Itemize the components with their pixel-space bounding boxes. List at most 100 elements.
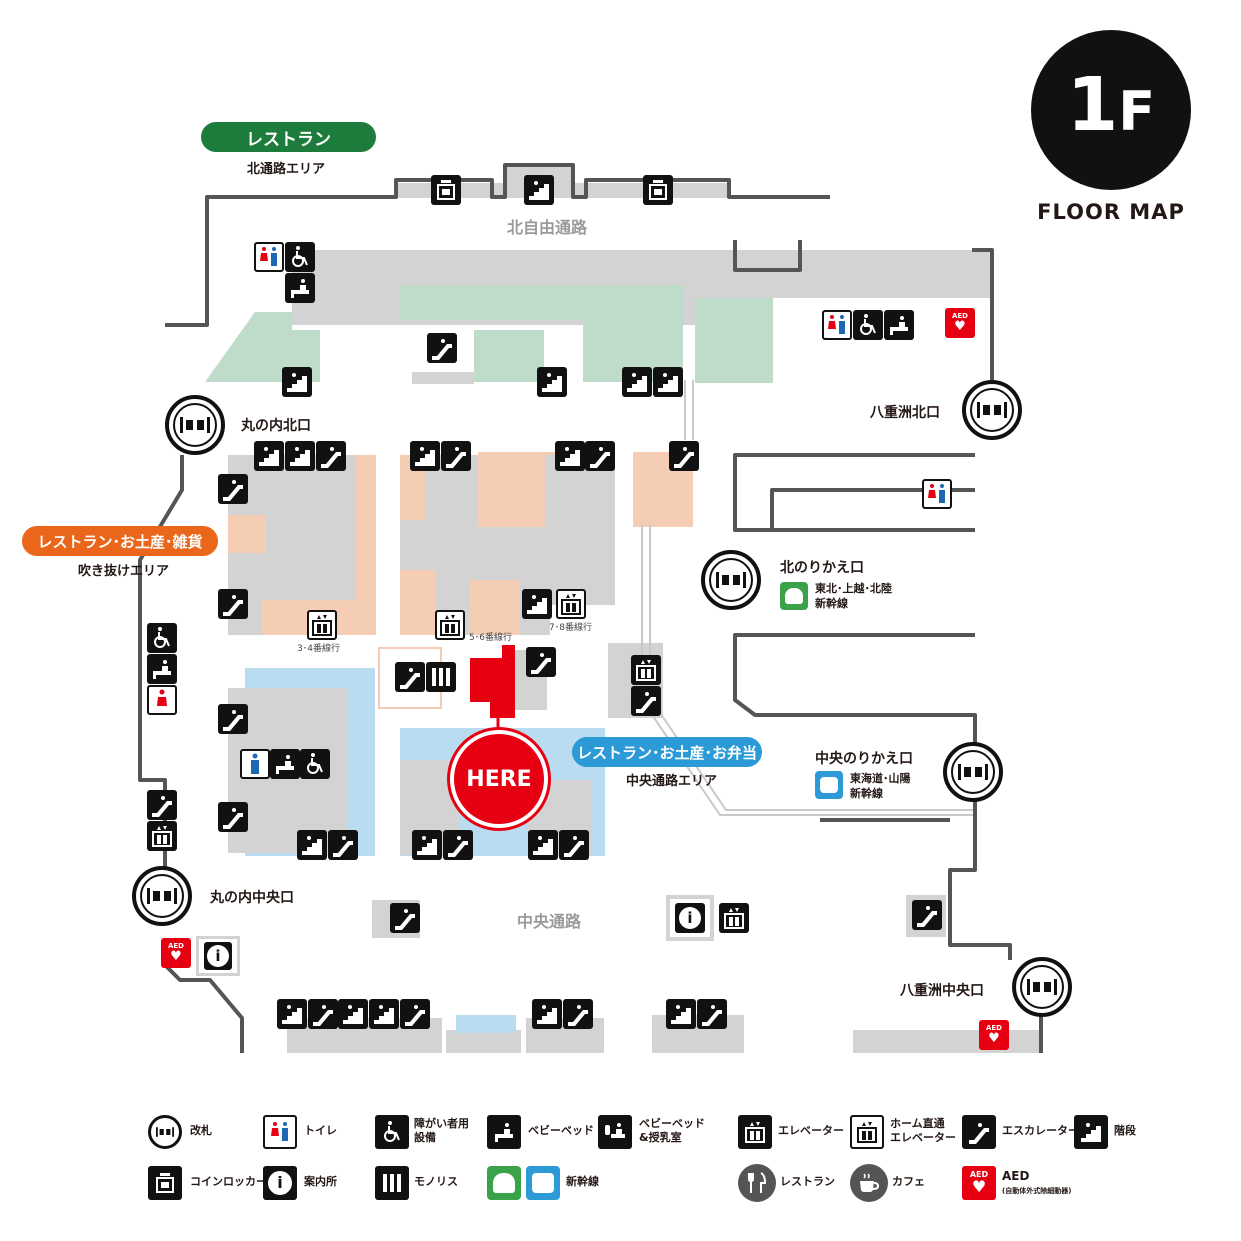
toilet-icon[interactable] <box>922 479 952 509</box>
escalator-icon[interactable] <box>912 900 942 930</box>
platform-elevator-icon[interactable] <box>435 610 465 640</box>
escalator-icon[interactable] <box>526 647 556 677</box>
stairs-icon[interactable] <box>254 441 284 471</box>
gate-central-transfer[interactable] <box>943 742 1003 802</box>
escalator-icon[interactable] <box>395 662 425 692</box>
legend-elevator-label: エレベーター <box>778 1124 844 1137</box>
stairs-icon[interactable] <box>412 830 442 860</box>
gate-yaesu-north[interactable] <box>962 380 1022 440</box>
toilet-women-icon[interactable] <box>147 685 177 715</box>
aed-icon[interactable]: AED♥ <box>945 308 975 338</box>
baby-bed-icon[interactable] <box>285 273 315 303</box>
elevator-icon[interactable] <box>147 821 177 851</box>
gate-marunouchi-north-label: 丸の内北口 <box>241 418 311 434</box>
stairs-icon[interactable] <box>524 175 554 205</box>
monolith-icon[interactable] <box>426 662 456 692</box>
here-location <box>470 645 515 718</box>
escalator-icon[interactable] <box>218 589 248 619</box>
accessible-icon[interactable] <box>147 623 177 653</box>
info-icon[interactable]: i <box>196 936 240 976</box>
stairs-icon[interactable] <box>282 367 312 397</box>
gate-marunouchi-central-label: 丸の内中央口 <box>210 890 294 906</box>
stairs-icon[interactable] <box>555 441 585 471</box>
legend-platform-elevator-label-1: ホーム直通 <box>890 1117 945 1130</box>
escalator-icon[interactable] <box>563 999 593 1029</box>
legend-gate-label: 改札 <box>190 1124 212 1137</box>
aed-icon[interactable]: AED♥ <box>979 1020 1009 1050</box>
gate-marunouchi-north[interactable] <box>165 395 225 455</box>
platform-elevator-icon[interactable] <box>307 610 337 640</box>
stairs-icon[interactable] <box>277 999 307 1029</box>
escalator-icon[interactable] <box>147 790 177 820</box>
banner-central: レストラン･お土産･お弁当 <box>572 737 762 767</box>
escalator-icon[interactable] <box>443 830 473 860</box>
gate-yaesu-central[interactable] <box>1012 957 1072 1017</box>
floor-number: 1 <box>1066 62 1119 148</box>
accessible-icon[interactable] <box>853 310 883 340</box>
platform-elevator-icon[interactable] <box>556 589 586 619</box>
legend-accessible-label-2: 設備 <box>414 1131 436 1144</box>
toilet-icon[interactable] <box>822 310 852 340</box>
escalator-icon[interactable] <box>427 333 457 363</box>
stairs-icon[interactable] <box>338 999 368 1029</box>
peach-west-1 <box>228 515 266 553</box>
toilet-icon[interactable] <box>254 242 284 272</box>
legend-info-icon: i <box>263 1166 297 1200</box>
escalator-icon[interactable] <box>585 441 615 471</box>
stairs-icon[interactable] <box>653 367 683 397</box>
central-concourse-line <box>641 380 975 816</box>
legend-aed-icon-text: AED <box>969 1170 989 1179</box>
legend-accessible-icon <box>375 1115 409 1149</box>
green-zone-4 <box>695 298 773 383</box>
stairs-icon[interactable] <box>369 999 399 1029</box>
escalator-icon[interactable] <box>328 830 358 860</box>
gate-north-transfer[interactable] <box>701 550 761 610</box>
baby-bed-icon[interactable] <box>147 654 177 684</box>
baby-bed-icon[interactable] <box>884 310 914 340</box>
escalator-icon[interactable] <box>218 704 248 734</box>
banner-central-sub: 中央通路エリア <box>626 774 718 789</box>
escalator-icon[interactable] <box>218 802 248 832</box>
stairs-icon[interactable] <box>522 589 552 619</box>
stairs-icon[interactable] <box>532 999 562 1029</box>
escalator-icon[interactable] <box>316 441 346 471</box>
toilet-men-icon[interactable] <box>240 749 270 779</box>
accessible-icon[interactable] <box>300 749 330 779</box>
gate-yaesu-north-label: 八重洲北口 <box>870 405 940 421</box>
info-icon[interactable]: i <box>675 903 705 933</box>
elevator-icon[interactable] <box>631 655 661 685</box>
stairs-icon[interactable] <box>666 999 696 1029</box>
escalator-icon[interactable] <box>218 474 248 504</box>
aed-text: AED <box>167 942 184 950</box>
stairs-icon[interactable] <box>285 441 315 471</box>
legend-accessible-label-1: 障がい者用 <box>414 1117 469 1130</box>
escalator-icon[interactable] <box>308 999 338 1029</box>
central-transfer-line-1: 東海道･山陽 <box>850 772 911 785</box>
accessible-icon[interactable] <box>285 242 315 272</box>
stairs-icon[interactable] <box>410 441 440 471</box>
legend-restaurant-label: レストラン <box>780 1175 835 1188</box>
stairs-icon[interactable] <box>528 830 558 860</box>
escalator-icon[interactable] <box>669 441 699 471</box>
coin-locker-icon[interactable] <box>431 175 461 205</box>
aed-icon[interactable]: AED♥ <box>161 938 191 968</box>
stairs-icon[interactable] <box>537 367 567 397</box>
floor-badge: 1 F <box>1031 30 1191 190</box>
escalator-icon[interactable] <box>400 999 430 1029</box>
legend-shinkansen-green-icon <box>487 1166 521 1200</box>
baby-bed-icon[interactable] <box>270 749 300 779</box>
shinkansen-blue-icon <box>815 771 843 799</box>
stairs-icon[interactable] <box>297 830 327 860</box>
legend-platform-elevator-icon <box>850 1115 884 1149</box>
coin-locker-icon[interactable] <box>643 175 673 205</box>
stairs-icon[interactable] <box>622 367 652 397</box>
escalator-icon[interactable] <box>441 441 471 471</box>
aed-text: AED <box>985 1024 1002 1032</box>
escalator-icon[interactable] <box>697 999 727 1029</box>
escalator-icon[interactable] <box>631 686 661 716</box>
escalator-icon[interactable] <box>390 903 420 933</box>
escalator-icon[interactable] <box>559 830 589 860</box>
gate-marunouchi-central[interactable] <box>132 866 192 926</box>
elevator-icon[interactable] <box>719 903 749 933</box>
